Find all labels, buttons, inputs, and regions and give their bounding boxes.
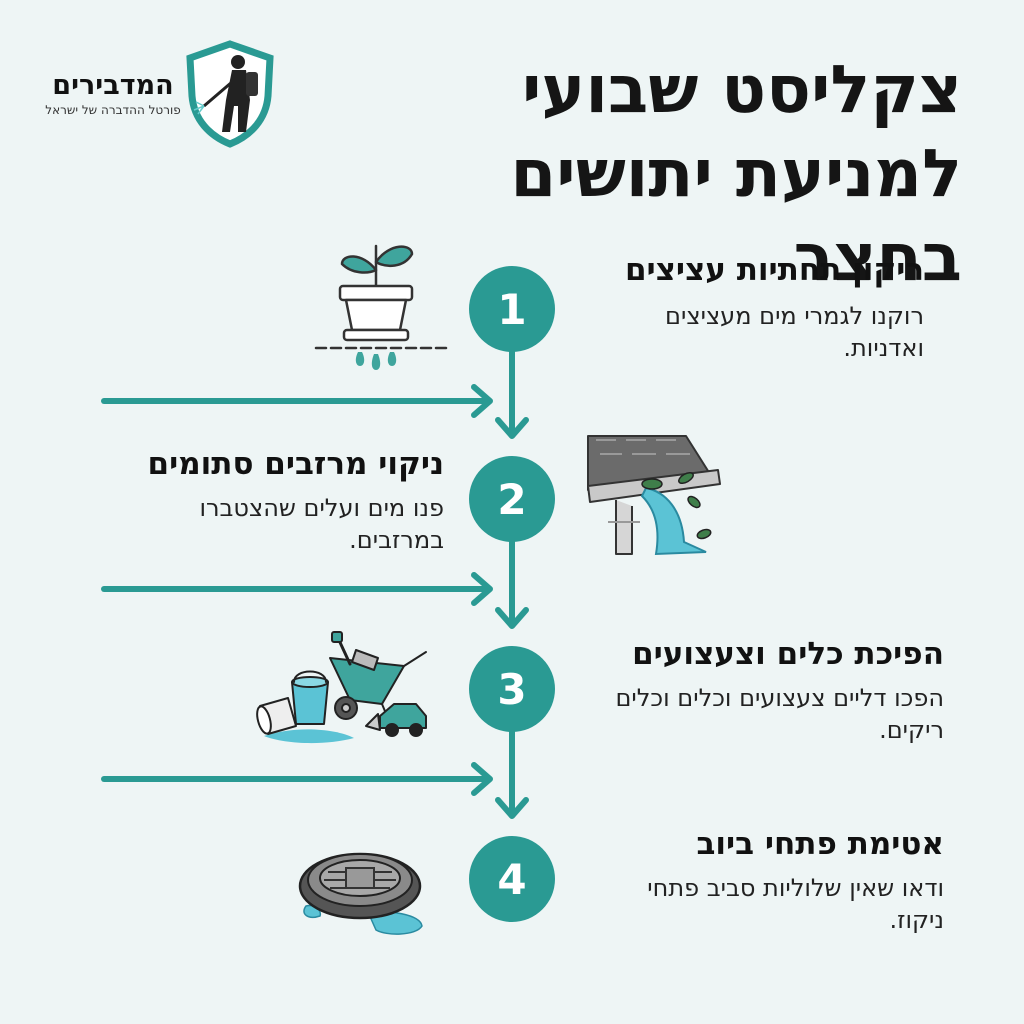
title-line-1: צקליסט שבועי bbox=[521, 51, 962, 128]
step-1-desc: רוקנו לגמרי מים מעציצים ואדניות. bbox=[665, 302, 924, 362]
manhole-icon bbox=[298, 852, 423, 935]
step-2-desc: פנו מים ועלים שהצטברו במרזבים. bbox=[199, 494, 444, 554]
step-number-3: 3 bbox=[469, 646, 555, 732]
shield-logo-icon bbox=[186, 40, 274, 148]
plant-pot-icon bbox=[314, 244, 450, 370]
step-number-1: 1 bbox=[469, 266, 555, 352]
toys-buckets-icon bbox=[256, 631, 427, 744]
step-number-2: 2 bbox=[469, 456, 555, 542]
step-4-title: אטימת פתחי ביוב bbox=[696, 826, 944, 862]
step-3-desc: הפכו דליים צעצועים וכלים וכלים ריקים. bbox=[615, 684, 945, 744]
logo-text: המדבירים פורטל ההדברה של ישראל bbox=[28, 70, 198, 118]
step-3-title: הפיכת כלים וצעצועים bbox=[632, 636, 944, 672]
page-title: צקליסט שבועי למניעת יתושים בחצר bbox=[402, 48, 962, 300]
step-1-title: ריקון תחתיות עציצים bbox=[624, 252, 924, 288]
gutter-icon bbox=[587, 435, 721, 556]
step-number-4: 4 bbox=[469, 836, 555, 922]
step-2-title: ניקוי מרזבים סתומים bbox=[147, 446, 444, 482]
title-line-2: למניעת יתושים בחצר bbox=[510, 135, 962, 296]
step-4-desc: ודאו שאין שלוליות סביב פתחי ניקוז. bbox=[647, 874, 944, 934]
logo-name: המדבירים bbox=[52, 70, 174, 101]
logo-subtitle: פורטל ההדברה של ישראל bbox=[45, 103, 181, 117]
